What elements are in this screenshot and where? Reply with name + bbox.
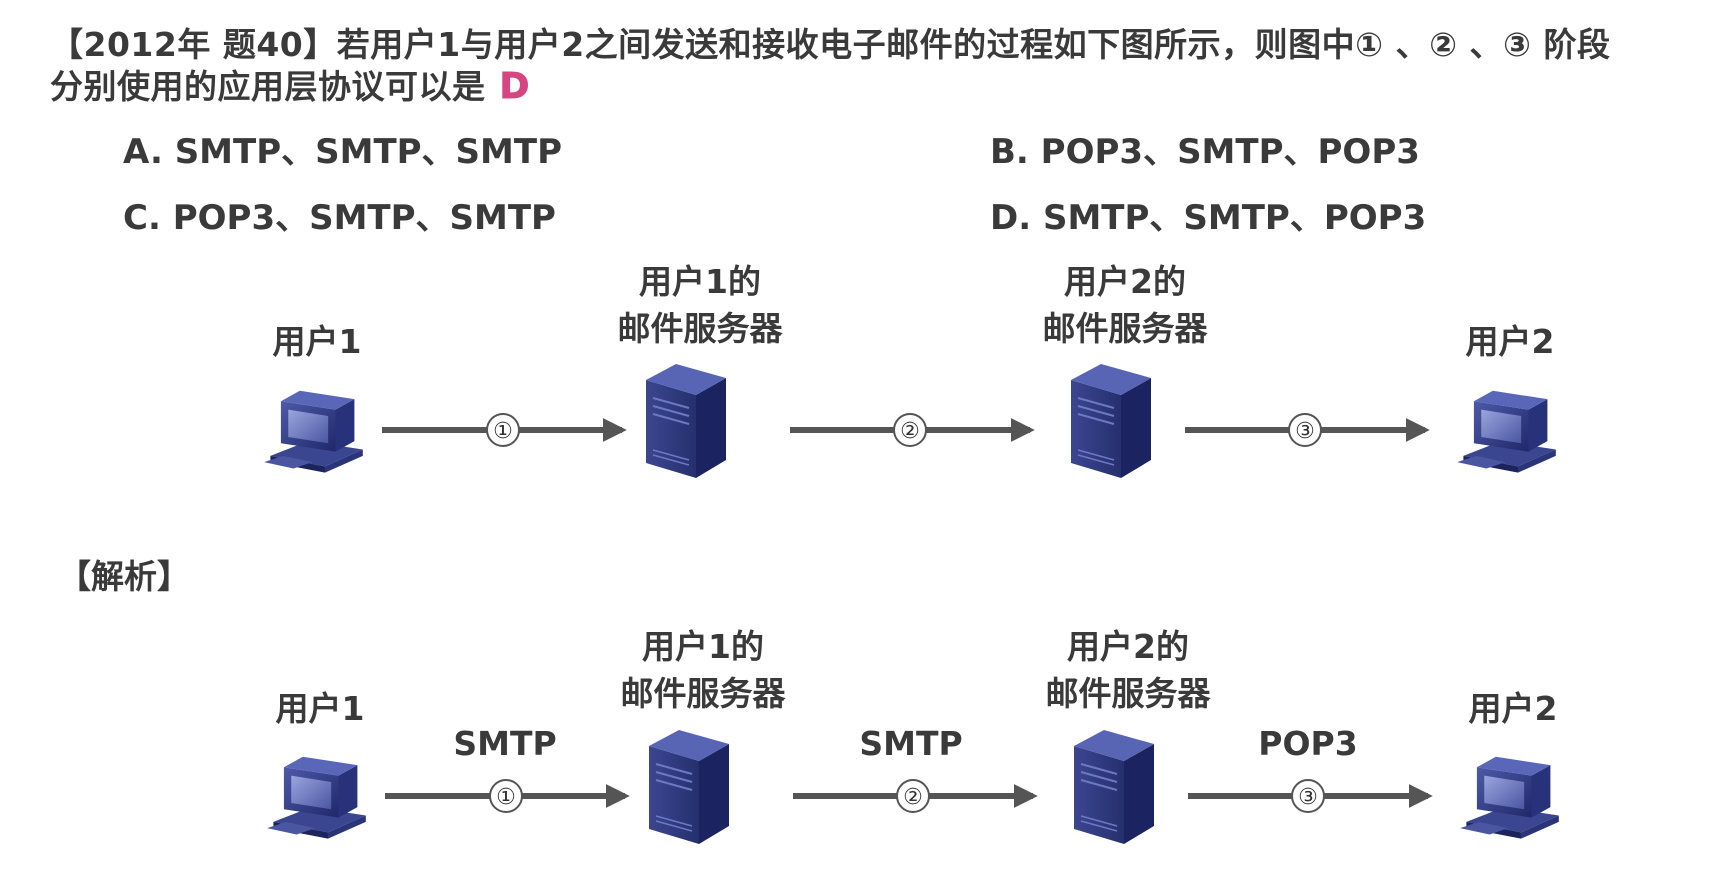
option-d: D. SMTP、SMTP、POP3 <box>990 198 1427 238</box>
bottom-server2-icon <box>1072 728 1156 846</box>
top-arrow-2: ② <box>790 413 1035 447</box>
bottom-step-2: ② <box>903 785 923 810</box>
question-line-2: 分别使用的应用层协议可以是 D <box>50 60 530 108</box>
top-server1-label-line2: 邮件服务器 <box>617 309 783 348</box>
top-server1-label-line1: 用户1的 <box>639 262 761 301</box>
top-server2-icon <box>1069 362 1153 480</box>
top-server1-icon <box>644 362 728 480</box>
top-server2-label: 用户2的 邮件服务器 <box>1025 258 1225 352</box>
question-line-1: 【2012年 题40】若用户1与用户2之间发送和接收电子邮件的过程如下图所示，则… <box>50 25 1611 64</box>
bottom-arrow-3: ③ <box>1188 779 1433 813</box>
bottom-server1-label-line1: 用户1的 <box>642 627 764 666</box>
option-b: B. POP3、SMTP、POP3 <box>990 132 1420 172</box>
bottom-user2-computer-icon <box>1460 756 1559 839</box>
top-arrow-3: ③ <box>1185 413 1430 447</box>
bottom-step-1: ① <box>496 785 516 810</box>
top-server1-label: 用户1的 邮件服务器 <box>600 258 800 352</box>
top-step-3: ③ <box>1295 419 1315 444</box>
top-step-1: ① <box>493 419 513 444</box>
answer-mark: D <box>499 66 530 108</box>
top-server2-label-line2: 邮件服务器 <box>1042 309 1208 348</box>
bottom-server1-label-line2: 邮件服务器 <box>620 674 786 713</box>
option-c: C. POP3、SMTP、SMTP <box>123 198 556 238</box>
bottom-server2-label: 用户2的 邮件服务器 <box>1028 623 1228 717</box>
bottom-step-3: ③ <box>1298 785 1318 810</box>
bottom-server2-label-line1: 用户2的 <box>1067 627 1189 666</box>
option-a: A. SMTP、SMTP、SMTP <box>123 132 562 172</box>
bottom-user2-label: 用户2 <box>1468 689 1558 728</box>
protocol-label-3: POP3 <box>1258 724 1358 763</box>
bottom-server1-label: 用户1的 邮件服务器 <box>603 623 803 717</box>
bottom-server1-icon <box>647 728 731 846</box>
bottom-user1-label: 用户1 <box>275 689 365 728</box>
top-user1-label: 用户1 <box>272 322 362 361</box>
top-user2-label: 用户2 <box>1465 322 1555 361</box>
top-step-2: ② <box>900 419 920 444</box>
bottom-arrow-1: ① <box>385 779 630 813</box>
bottom-server2-label-line2: 邮件服务器 <box>1045 674 1211 713</box>
protocol-label-1: SMTP <box>453 724 557 763</box>
analysis-title: 【解析】 <box>58 557 190 596</box>
protocol-label-2: SMTP <box>859 724 963 763</box>
top-user2-computer-icon <box>1457 390 1556 473</box>
top-server2-label-line1: 用户2的 <box>1064 262 1186 301</box>
bottom-user1-computer-icon <box>267 756 366 839</box>
top-arrow-1: ① <box>382 413 627 447</box>
top-user1-computer-icon <box>264 390 363 473</box>
question-line-2-text: 分别使用的应用层协议可以是 <box>50 67 486 106</box>
bottom-arrow-2: ② <box>793 779 1038 813</box>
